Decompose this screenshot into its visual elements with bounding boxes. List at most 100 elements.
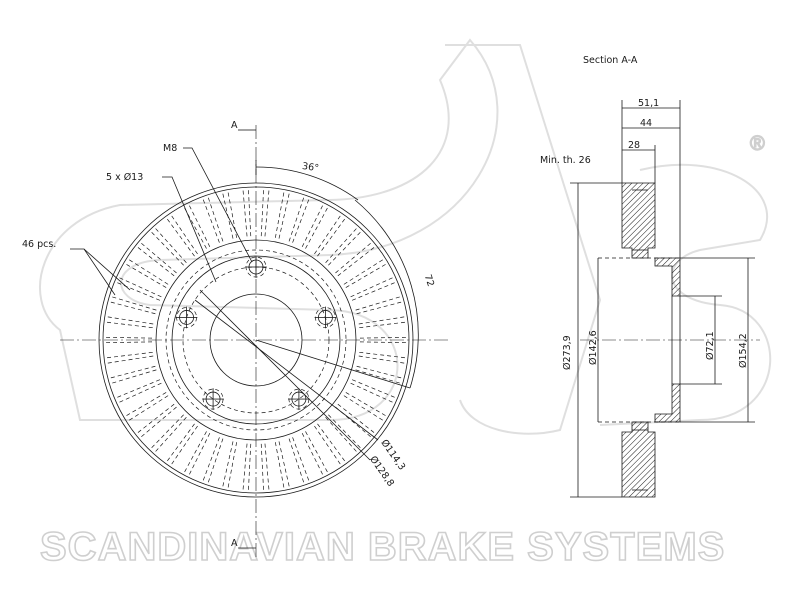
section-ring-top [621, 182, 656, 259]
dim-hat-diameter: Ø142,6 [588, 330, 599, 365]
vent-angle-label: 36° [301, 161, 319, 174]
vane-line [278, 193, 290, 239]
vane-line [264, 190, 270, 237]
vane-line [112, 369, 157, 384]
vane-line [117, 282, 161, 301]
vane-line [227, 442, 238, 488]
vane-line [301, 433, 323, 475]
holes-label: 5 x Ø13 [106, 172, 143, 183]
disc-outer-edge-inner [102, 186, 410, 494]
vane-line [350, 382, 393, 403]
vane-line [343, 259, 383, 285]
pcd-leader [194, 299, 379, 441]
vane-line [107, 355, 154, 364]
section-hat-top [654, 257, 681, 297]
vane-line [171, 215, 198, 255]
vane-line [337, 403, 375, 433]
vane-line [264, 443, 270, 490]
vane-line [345, 264, 386, 288]
vane-line [222, 441, 234, 487]
vane-line [110, 301, 156, 315]
vane-line [351, 379, 395, 398]
brand-watermark-text: SCANDINAVIAN BRAKE SYSTEMS [40, 525, 725, 569]
vane-label: 72 [422, 273, 436, 288]
section-view: Section A-A Min. th. 26 51,1 44 28 [540, 55, 760, 498]
vane-line [317, 218, 345, 257]
vanes-label: 46 pcs. [22, 239, 56, 250]
min-thickness-label: Min. th. 26 [540, 155, 591, 166]
vane-line [141, 406, 177, 438]
vane-line [292, 199, 310, 243]
vane-line [117, 379, 161, 398]
vane-line [155, 228, 187, 263]
vane-line [248, 190, 252, 237]
vane-line [126, 264, 167, 288]
thread-label: M8 [163, 143, 177, 154]
cooling-vanes [106, 190, 406, 490]
vane-line [155, 417, 187, 452]
bolt-holes [175, 256, 337, 410]
vane-line [305, 431, 328, 473]
vane-line [202, 437, 220, 481]
vane-line [106, 341, 153, 344]
vane-line [119, 277, 162, 298]
vane-line [305, 207, 328, 249]
vane-line [248, 443, 252, 490]
vane-line [167, 423, 195, 462]
vane-line [317, 423, 345, 462]
vane-line [126, 392, 167, 416]
section-hat-bottom [654, 383, 681, 423]
center-bore [209, 293, 303, 387]
vane-line [351, 282, 395, 301]
friction-ring-inner [155, 239, 357, 441]
vane-line [151, 231, 184, 266]
dim-outer-diameter: Ø273,9 [562, 335, 573, 370]
dim-hat-outer-diameter: Ø154,2 [738, 333, 749, 368]
vane-line [356, 365, 402, 379]
vane-line [335, 242, 371, 274]
vane-line [137, 247, 175, 277]
vane-line [288, 197, 305, 242]
section-mark-bottom: A [231, 538, 238, 549]
vane-line [110, 365, 156, 379]
vane-line [151, 414, 184, 449]
vane-line [106, 336, 153, 339]
vane-line [343, 395, 383, 421]
disc-outer-edge [98, 182, 414, 498]
front-view: A A 36° 72 M8 5 x Ø13 46 pcs. Ø114,3 Ø12… [22, 120, 450, 560]
section-title: Section A-A [583, 55, 638, 66]
vane-line [359, 351, 405, 359]
vane-line [171, 425, 198, 465]
vane-line [359, 341, 406, 344]
vent-angle-arc [255, 166, 359, 201]
vane-line [358, 355, 405, 364]
holes-leader [162, 176, 217, 283]
vane-line [314, 215, 341, 255]
vane-line [112, 296, 157, 311]
vane-line [325, 417, 357, 452]
vane-line [167, 218, 195, 257]
dim-hat-height: 44 [640, 118, 652, 129]
vane-line [129, 259, 169, 285]
vane-line [345, 392, 386, 416]
vane-line [184, 431, 207, 473]
dim-center-bore: Ø72,1 [705, 331, 716, 360]
vane-line [292, 437, 310, 481]
vane-line [355, 296, 400, 311]
vane-line [189, 205, 211, 247]
vane-line [328, 414, 361, 449]
vane-line [337, 247, 375, 277]
vane-line [355, 369, 400, 384]
vane-line [202, 199, 220, 243]
dim-overall-height: 51,1 [638, 98, 659, 109]
hat-edge [171, 255, 341, 425]
vane-line [242, 443, 248, 490]
vane-line [260, 443, 264, 490]
vane-line [242, 190, 248, 237]
m8-leader [183, 147, 253, 263]
hat-outer-hidden [165, 249, 347, 431]
vane-line [358, 316, 405, 325]
vane-line [356, 301, 402, 315]
vane-line [260, 190, 264, 237]
